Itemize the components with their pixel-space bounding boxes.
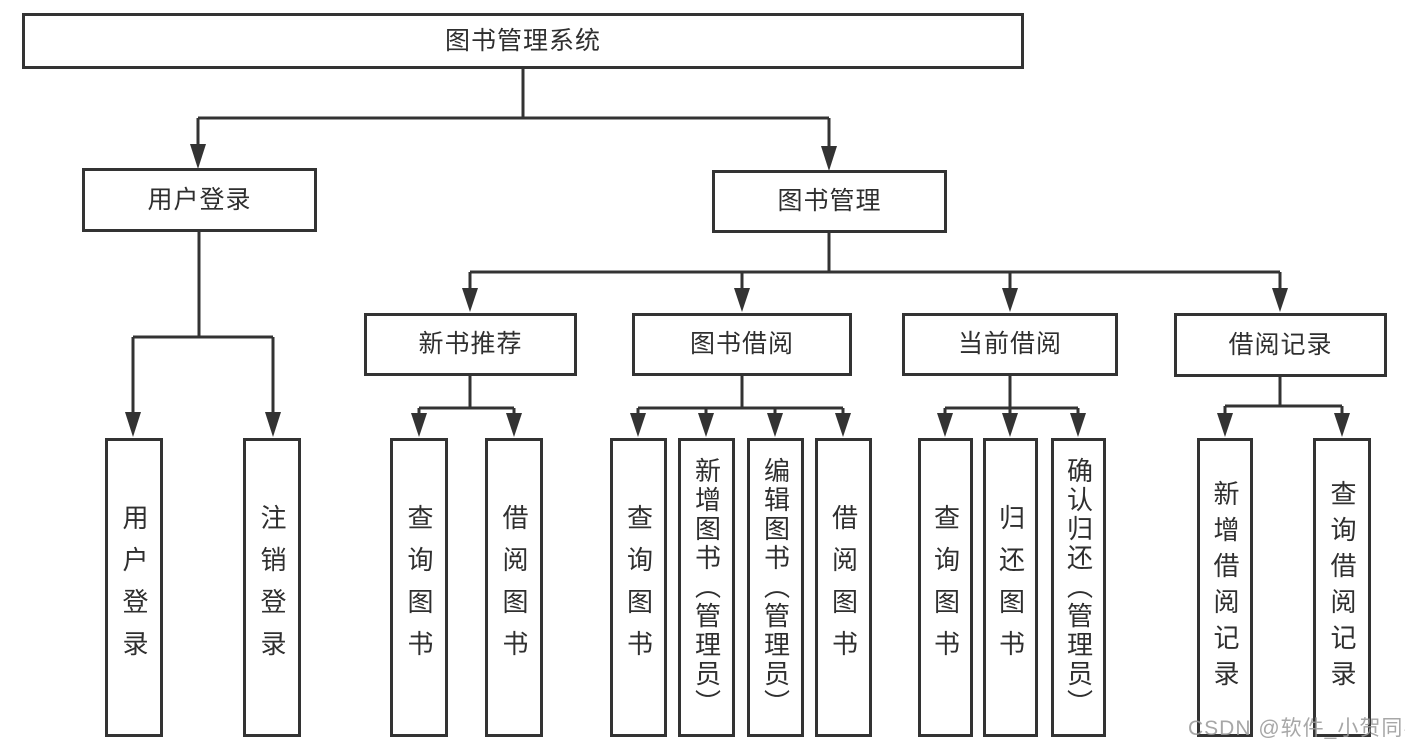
node-book-borrow: 图书借阅 — [632, 313, 852, 376]
leaf-query-books-1: 查询图书 — [390, 438, 448, 737]
node-user-login: 用户登录 — [82, 168, 317, 232]
leaf-confirm-return-admin: 确认归还（管理员） — [1051, 438, 1106, 737]
leaf-user-login: 用户登录 — [105, 438, 163, 737]
node-book-management: 图书管理 — [712, 170, 947, 233]
leaf-add-borrow-record: 新增借阅记录 — [1197, 438, 1253, 737]
leaf-add-books-admin: 新增图书（管理员） — [678, 438, 735, 737]
node-current-borrow: 当前借阅 — [902, 313, 1118, 376]
watermark: CSDN @软件_小贺同学 — [1188, 717, 1405, 740]
node-root: 图书管理系统 — [22, 13, 1024, 69]
node-new-book-recommend: 新书推荐 — [364, 313, 577, 376]
leaf-borrow-books-2: 借阅图书 — [815, 438, 872, 737]
leaf-query-borrow-record: 查询借阅记录 — [1313, 438, 1371, 737]
leaf-edit-books-admin: 编辑图书（管理员） — [747, 438, 804, 737]
leaf-logout: 注销登录 — [243, 438, 301, 737]
leaf-query-books-3: 查询图书 — [918, 438, 973, 737]
leaf-return-books: 归还图书 — [983, 438, 1038, 737]
node-borrow-records: 借阅记录 — [1174, 313, 1387, 377]
leaf-query-books-2: 查询图书 — [610, 438, 667, 737]
leaf-borrow-books-1: 借阅图书 — [485, 438, 543, 737]
